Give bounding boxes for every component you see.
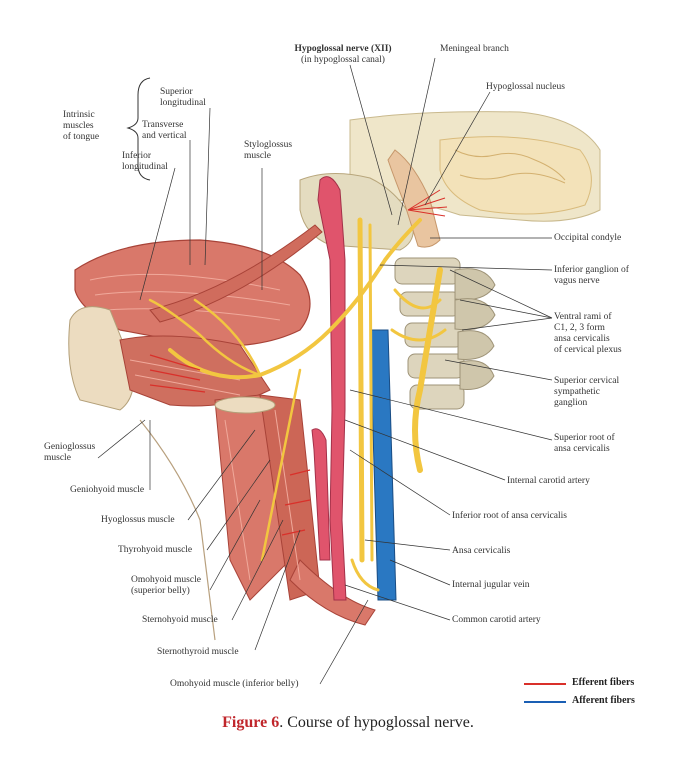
label-internal-jugular: Internal jugular vein [452, 580, 530, 590]
intrinsic-brace [126, 77, 151, 181]
label-meningeal-branch: Meningeal branch [440, 44, 509, 54]
label-superior-cervical-ganglion: Superior cervical sympathetic ganglion [554, 376, 620, 408]
label-sternohyoid: Sternohyoid muscle [142, 615, 218, 625]
tongue [74, 239, 311, 347]
label-common-carotid: Common carotid artery [452, 615, 541, 625]
internal-jugular-vein [369, 329, 397, 601]
label-hypoglossal-nerve: Hypoglossal nerve (XII) [268, 44, 418, 55]
figure-caption: Figure 6. Course of hypoglossal nerve. [0, 714, 696, 732]
legend-efferent-label: Efferent fibers [572, 677, 635, 688]
brainstem [387, 149, 441, 248]
label-geniohyoid: Geniohyoid muscle [70, 485, 145, 495]
figure-caption-text: . Course of hypoglossal nerve. [279, 714, 474, 731]
label-hypoglossal-canal: (in hypoglossal canal) [301, 55, 385, 65]
skull-base [299, 111, 601, 251]
label-genioglossus: Genioglossus muscle [44, 442, 96, 463]
mandible [68, 306, 134, 411]
label-ansa-cervicalis: Ansa cervicalis [452, 546, 511, 556]
hypoglossal-nerve-path [148, 217, 447, 592]
label-hypoglossal-nerve-title: Hypoglossal nerve (XII) [294, 44, 392, 54]
legend-afferent-label: Afferent fibers [572, 695, 635, 706]
internal-carotid-artery [317, 176, 347, 601]
label-inferior-ganglion-vagus: Inferior ganglion of vagus nerve [554, 265, 629, 286]
label-transverse-vertical: Transverse and vertical [142, 120, 187, 141]
figure-number: Figure 6 [222, 714, 280, 731]
external-carotid-artery [311, 428, 331, 561]
label-sternothyroid: Sternothyroid muscle [157, 647, 239, 657]
label-hyoglossus: Hyoglossus muscle [101, 515, 175, 525]
label-omohyoid-superior: Omohyoid muscle (superior belly) [131, 575, 201, 596]
hypoglossal-nucleus-fibers [407, 189, 448, 217]
label-thyrohyoid: Thyrohyoid muscle [118, 545, 193, 555]
label-hypoglossal-nucleus: Hypoglossal nucleus [486, 82, 565, 92]
hyoid-bone [214, 396, 276, 414]
label-styloglossus: Styloglossus muscle [244, 140, 293, 161]
label-internal-carotid: Internal carotid artery [507, 476, 590, 486]
label-inferior-root-ansa: Inferior root of ansa cervicalis [452, 511, 568, 521]
label-omohyoid-inferior: Omohyoid muscle (inferior belly) [170, 679, 299, 689]
leader-lines [97, 57, 553, 685]
label-intrinsic-muscles: Intrinsic muscles of tongue [63, 110, 100, 142]
label-occipital-condyle: Occipital condyle [554, 233, 622, 243]
label-superior-longitudinal: Superior longitudinal [160, 87, 206, 108]
neck-outline [139, 419, 216, 641]
styloglossus-band [149, 224, 323, 323]
label-inferior-longitudinal: Inferior longitudinal [122, 151, 168, 172]
label-ventral-rami: Ventral rami of C1, 2, 3 form ansa cervi… [554, 312, 622, 355]
legend-afferent-swatch [524, 701, 566, 703]
efferent-fibers [149, 354, 311, 536]
cervical-vertebrae [394, 257, 496, 410]
infrahyoid-muscles [214, 394, 376, 626]
legend-efferent-swatch [524, 683, 566, 685]
label-superior-root-ansa: Superior root of ansa cervicalis [554, 433, 615, 454]
